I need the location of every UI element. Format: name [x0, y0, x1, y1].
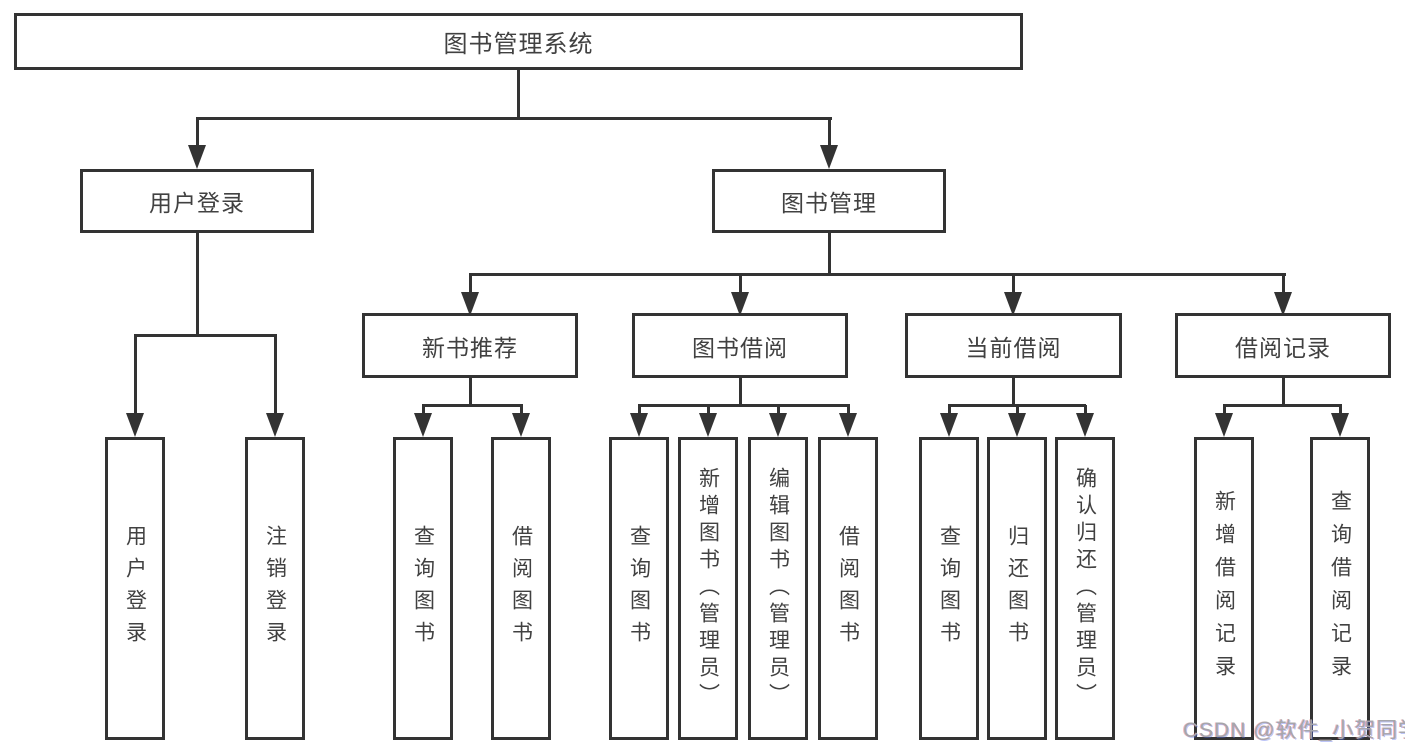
- node-borrow-record-label: 借阅记录: [1235, 334, 1331, 361]
- arrow-down-icon: [1331, 413, 1349, 437]
- leaf-query-book-3-label: 查询图书: [937, 524, 961, 653]
- arrow-down-icon: [839, 413, 857, 437]
- connector-line: [1012, 378, 1015, 407]
- node-user-login: 用户登录: [80, 169, 314, 233]
- node-book-borrow: 图书借阅: [632, 313, 848, 378]
- node-user-login-label: 用户登录: [149, 190, 245, 216]
- arrow-down-icon: [731, 292, 749, 316]
- leaf-add-borrow-record-label: 新增借阅记录: [1212, 489, 1236, 688]
- leaf-add-borrow-record: 新增借阅记录: [1194, 437, 1254, 740]
- connector-line: [196, 117, 199, 149]
- leaf-user-login-label: 用户登录: [123, 524, 147, 653]
- connector-line: [828, 232, 831, 275]
- arrow-down-icon: [940, 413, 958, 437]
- leaf-query-book-3: 查询图书: [919, 437, 979, 740]
- leaf-edit-book-admin: 编辑图书（管理员）: [748, 437, 808, 740]
- connector-line: [422, 405, 425, 417]
- node-new-book-recommend-label: 新书推荐: [422, 334, 518, 361]
- connector-line: [847, 405, 850, 417]
- leaf-user-login: 用户登录: [105, 437, 165, 740]
- arrow-down-icon: [699, 413, 717, 437]
- arrow-down-icon: [1215, 413, 1233, 437]
- arrow-down-icon: [461, 292, 479, 316]
- leaf-borrow-book-1: 借阅图书: [491, 437, 551, 740]
- leaf-logout: 注销登录: [245, 437, 305, 740]
- connector-line: [948, 405, 951, 417]
- leaf-query-book-2: 查询图书: [609, 437, 669, 740]
- node-current-borrow: 当前借阅: [905, 313, 1122, 378]
- connector-line: [1223, 404, 1342, 407]
- arrow-down-icon: [414, 413, 432, 437]
- connector-line: [1012, 273, 1015, 296]
- leaf-borrow-book-2-label: 借阅图书: [836, 524, 860, 653]
- arrow-down-icon: [266, 413, 284, 437]
- arrow-down-icon: [1076, 413, 1094, 437]
- connector-line: [196, 232, 199, 336]
- watermark: CSDN @软件_小贺同学: [1183, 719, 1405, 742]
- node-new-book-recommend: 新书推荐: [362, 313, 578, 378]
- connector-line: [828, 117, 831, 149]
- connector-line: [1016, 405, 1019, 417]
- arrow-down-icon: [1008, 413, 1026, 437]
- node-book-management-label: 图书管理: [781, 190, 877, 216]
- node-root: 图书管理系统: [14, 13, 1023, 70]
- connector-line: [1084, 405, 1087, 417]
- arrow-down-icon: [512, 413, 530, 437]
- connector-line: [520, 405, 523, 417]
- connector-line: [707, 405, 710, 417]
- connector-line: [274, 334, 277, 417]
- connector-line: [638, 404, 850, 407]
- node-current-borrow-label: 当前借阅: [965, 334, 1062, 361]
- node-book-management: 图书管理: [712, 169, 946, 233]
- leaf-confirm-return-admin-label: 确认归还（管理员）: [1073, 467, 1097, 710]
- leaf-borrow-book-1-label: 借阅图书: [509, 524, 533, 653]
- connector-line: [422, 404, 523, 407]
- leaf-return-book-label: 归还图书: [1005, 524, 1029, 653]
- connector-line: [469, 273, 472, 296]
- leaf-query-book-2-label: 查询图书: [627, 524, 651, 653]
- connector-line: [638, 405, 641, 417]
- leaf-add-book-admin: 新增图书（管理员）: [678, 437, 738, 740]
- connector-line: [517, 69, 520, 119]
- connector-line: [469, 378, 472, 407]
- leaf-borrow-book-2: 借阅图书: [818, 437, 878, 740]
- leaf-return-book: 归还图书: [987, 437, 1047, 740]
- connector-line: [134, 334, 137, 417]
- node-root-label: 图书管理系统: [443, 31, 594, 58]
- arrow-down-icon: [188, 145, 206, 169]
- leaf-query-book-1: 查询图书: [393, 437, 453, 740]
- connector-line: [1223, 405, 1226, 417]
- arrow-down-icon: [126, 413, 144, 437]
- node-book-borrow-label: 图书借阅: [692, 334, 788, 361]
- connector-line: [739, 378, 742, 407]
- arrow-down-icon: [820, 145, 838, 169]
- connector-line: [777, 405, 780, 417]
- arrow-down-icon: [769, 413, 787, 437]
- connector-line: [1282, 378, 1285, 407]
- node-borrow-record: 借阅记录: [1175, 313, 1391, 378]
- arrow-down-icon: [1274, 292, 1292, 316]
- connector-line: [1282, 273, 1285, 296]
- connector-line: [134, 334, 277, 337]
- leaf-add-book-admin-label: 新增图书（管理员）: [696, 467, 720, 710]
- connector-line: [739, 273, 742, 296]
- leaf-logout-label: 注销登录: [263, 524, 287, 653]
- arrow-down-icon: [1004, 292, 1022, 316]
- leaf-query-borrow-record: 查询借阅记录: [1310, 437, 1370, 740]
- connector-line: [469, 273, 1286, 276]
- connector-line: [196, 117, 832, 120]
- connector-line: [1339, 405, 1342, 417]
- leaf-query-book-1-label: 查询图书: [411, 524, 435, 653]
- leaf-confirm-return-admin: 确认归还（管理员）: [1055, 437, 1115, 740]
- leaf-edit-book-admin-label: 编辑图书（管理员）: [766, 467, 790, 710]
- arrow-down-icon: [630, 413, 648, 437]
- leaf-query-borrow-record-label: 查询借阅记录: [1328, 489, 1352, 688]
